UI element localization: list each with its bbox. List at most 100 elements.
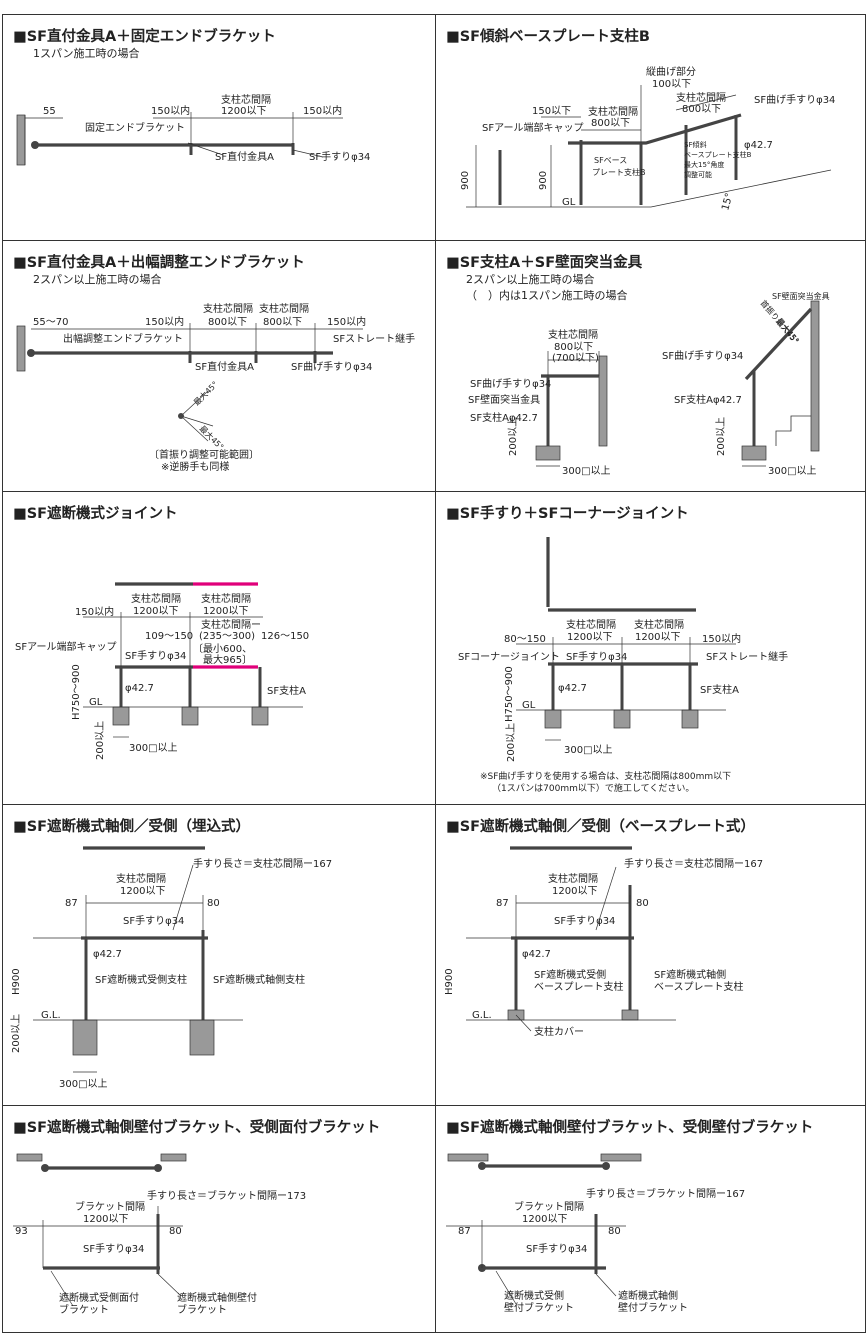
panel-drawing: 手すり長さ＝支柱芯間隔ー167 支柱芯間隔 1200以下 87 80 SF手すり… [10, 846, 332, 1090]
part-label: 遮断機式軸側壁付 [177, 1291, 257, 1304]
part-label: SF曲げ手すりφ34 [470, 377, 551, 390]
dim-label: GL [89, 697, 103, 708]
dim-label: 手すり長さ＝ブラケット間隔ー167 [586, 1187, 745, 1200]
dim-label: 〔最小600、 [193, 643, 252, 655]
dim-label: ブラケット間隔 [75, 1200, 145, 1213]
part-label: SF直付金具A [215, 150, 274, 163]
part-label: SF曲げ手すりφ34 [291, 360, 372, 373]
dim-label: 支柱芯間隔 [259, 302, 309, 315]
part-label: SF曲げ手すりφ34 [754, 93, 835, 106]
dim-label: 55 [43, 106, 56, 117]
panel-drawing: 支柱芯間隔 800以下 (700以下) SF曲げ手すりφ34 SF壁面突当金具 … [468, 291, 830, 477]
part-label: φ42.7 [522, 949, 551, 960]
dim-label: 手すり長さ＝支柱芯間隔ー167 [624, 857, 763, 870]
panel-subtitle: 2スパン以上施工時の場合 [33, 273, 162, 286]
panel-title: ■SF直付金具A＋出幅調整エンドブラケット [13, 255, 305, 271]
dim-label: 300□以上 [768, 465, 817, 477]
row-divider [2, 804, 866, 805]
part-label: φ42.7 [744, 140, 773, 151]
panel-subtitle: 2スパン以上施工時の場合 [466, 273, 595, 286]
part-label: 固定エンドブラケット [85, 121, 185, 134]
part-label: SF傾斜 [684, 140, 706, 149]
panel-title: ■SF遮断機式軸側壁付ブラケット、受側壁付ブラケット [446, 1120, 814, 1136]
dim-label: 80 [608, 1226, 621, 1237]
dim-label: 支柱芯間隔 [548, 328, 598, 341]
part-label: 壁付ブラケット [618, 1301, 688, 1314]
part-label: SF遮断機式軸側 [654, 968, 726, 981]
part-label: SF支柱A [700, 683, 739, 696]
panel-title: ■SF遮断機式軸側／受側（埋込式） [13, 819, 251, 835]
dim-label: 200以上 [94, 721, 106, 760]
panel-drawing: 55 150以内 支柱芯間隔 1200以下 150以内 固定エンドブラケット S… [16, 93, 370, 166]
panel-barrier-base-plate: ■SF遮断機式軸側／受側（ベースプレート式） 手すり長さ＝支柱芯間隔ー167 支… [436, 805, 866, 1105]
part-label: SFベース [594, 156, 627, 165]
dim-label: 300□以上 [59, 1078, 108, 1090]
dim-label: 300□以上 [564, 744, 613, 756]
dim-label: 1200以下 [567, 632, 612, 643]
part-label: SF手すりφ34 [123, 914, 184, 927]
dim-label: 1200以下 [522, 1214, 567, 1225]
dim-label: 最大965〕 [203, 653, 252, 666]
part-label: 調整可能 [684, 170, 712, 179]
dim-label: 手すり長さ＝支柱芯間隔ー167 [193, 857, 332, 870]
part-label: SF手すりφ34 [309, 150, 370, 163]
dim-label: 200以上 [715, 417, 727, 456]
panel-title: ■SF遮断機式軸側壁付ブラケット、受側面付ブラケット [13, 1120, 381, 1136]
dim-label: 1200以下 [221, 106, 266, 117]
part-label: SFストレート継手 [706, 650, 788, 663]
panel-title: ■SF傾斜ベースプレート支柱B [446, 29, 650, 45]
dim-label: H900 [11, 968, 22, 995]
dim-label: 支柱芯間隔 [548, 872, 598, 885]
part-label: SF支柱A [267, 684, 306, 697]
dim-label: 800以下 [208, 317, 247, 328]
dim-label: 87 [65, 898, 78, 909]
panel-wall-bracket-wall-bracket: ■SF遮断機式軸側壁付ブラケット、受側壁付ブラケット 手すり長さ＝ブラケット間隔… [436, 1106, 866, 1332]
dim-label: 800以下 [682, 104, 721, 115]
dim-label: 55〜70 [33, 317, 68, 328]
dim-label: 900 [460, 171, 471, 190]
dim-label: 150以内 [151, 104, 190, 117]
part-label: 出幅調整エンドブラケット [63, 332, 183, 345]
panel-barrier-embedded: ■SF遮断機式軸側／受側（埋込式） 手すり長さ＝支柱芯間隔ー167 支柱芯間隔 … [3, 805, 435, 1105]
panel-title: ■SF直付金具A＋固定エンドブラケット [13, 29, 276, 45]
panel-title: ■SF手すり＋SFコーナージョイント [446, 506, 689, 522]
panel-subtitle: 1スパン施工時の場合 [33, 47, 140, 60]
panel-inclined-base-plate-post: ■SF傾斜ベースプレート支柱B 縦曲げ部分 100以下 支柱芯間隔 800以下 … [436, 15, 866, 240]
part-label: SFアール端部キャップ [15, 640, 117, 653]
note-label: 〔首振り調整可能範囲〕 [149, 448, 259, 461]
dim-label: 800以下 [263, 317, 302, 328]
note-label: （1スパンは700mm以下）で施工してください。 [492, 782, 694, 794]
dim-label: GL [562, 197, 576, 208]
dim-label: 126〜150 [261, 631, 309, 642]
dim-label: 支柱芯間隔 [676, 91, 726, 104]
dim-label: 200以上 [507, 417, 519, 456]
part-label: SF曲げ手すりφ34 [662, 349, 743, 362]
panel-drawing: 80〜150 支柱芯間隔 1200以下 支柱芯間隔 1200以下 150以内 S… [458, 537, 788, 794]
dim-label: 150以内 [702, 632, 741, 645]
dim-label: 300□以上 [129, 742, 178, 754]
part-label: 最大15°角度 [684, 160, 724, 169]
dim-label: GL [522, 700, 536, 711]
panel-drawing: 手すり長さ＝ブラケット間隔ー173 ブラケット間隔 1200以下 93 80 S… [13, 1153, 306, 1316]
dim-label: 300□以上 [562, 465, 611, 477]
part-label: SF手すりφ34 [125, 649, 186, 662]
part-label: SF手すりφ34 [554, 914, 615, 927]
panel-corner-joint: ■SF手すり＋SFコーナージョイント 80〜150 支柱芯間隔 1200以下 支… [436, 492, 866, 804]
part-label: SF支柱Aφ42.7 [470, 411, 538, 424]
part-label: SFコーナージョイント [458, 651, 560, 663]
part-label: ブラケット [59, 1303, 109, 1316]
part-label: 遮断機式受側 [504, 1289, 564, 1302]
part-label: SF手すりφ34 [526, 1242, 587, 1255]
dim-label: 800以下 [554, 342, 593, 353]
panel-title: ■SF遮断機式軸側／受側（ベースプレート式） [446, 819, 755, 835]
dim-label: H750〜900 [504, 666, 515, 722]
panel-direct-bracket-adjust-end: ■SF直付金具A＋出幅調整エンドブラケット 2スパン以上施工時の場合 55〜70… [3, 241, 435, 491]
column-divider [435, 14, 436, 1333]
dim-label: 80 [207, 898, 220, 909]
panel-drawing: 55〜70 150以内 支柱芯間隔 800以下 支柱芯間隔 800以下 150以… [16, 302, 415, 473]
part-label: SF直付金具A [195, 360, 254, 373]
panel-direct-bracket-fixed-end: ■SF直付金具A＋固定エンドブラケット 1スパン施工時の場合 55 150以内 … [3, 15, 435, 240]
part-label: φ42.7 [125, 683, 154, 694]
dim-label: G.L. [472, 1010, 492, 1021]
dim-label: 150以内 [327, 315, 366, 328]
